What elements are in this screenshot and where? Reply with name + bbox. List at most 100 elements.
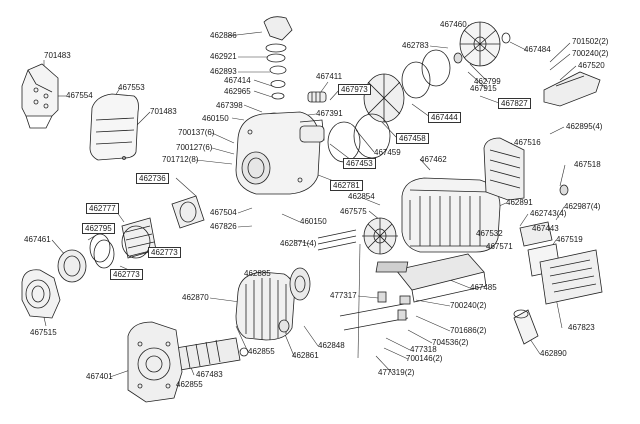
- part-label: 467462: [420, 155, 447, 164]
- part-label: 460150: [300, 217, 327, 226]
- part-label: 701712(8): [162, 155, 199, 164]
- part-label: 462861: [292, 351, 319, 360]
- flange-ring-drawing: [289, 267, 311, 301]
- end-shield-drawing: [127, 321, 183, 403]
- part-label: 704536(2): [432, 338, 469, 347]
- part-label: 467571: [486, 242, 513, 251]
- part-label: 467827: [498, 98, 531, 109]
- part-label: 462781: [330, 180, 363, 191]
- part-label: 462870: [182, 293, 209, 302]
- part-label: 462965: [224, 87, 251, 96]
- part-label: 462885: [244, 269, 271, 278]
- part-label: 462886: [210, 31, 237, 40]
- part-label: 462799: [474, 77, 501, 86]
- o-rings-drawing: [89, 233, 115, 269]
- part-label: 467398: [216, 101, 243, 110]
- part-label: 462987(4): [564, 202, 601, 211]
- part-label: 462783: [402, 41, 429, 50]
- part-label: 467458: [396, 133, 429, 144]
- part-label: 462855: [248, 347, 275, 356]
- fan-cover-drawing: [483, 137, 525, 201]
- switch-parts-drawing: [377, 291, 411, 321]
- small-cap-drawing: [559, 184, 569, 196]
- part-label: 467485: [470, 283, 497, 292]
- foot-bracket-drawing: [21, 269, 61, 319]
- inlet-cap-drawing: [57, 249, 87, 283]
- part-label: 701483: [44, 51, 71, 60]
- part-label: 467516: [514, 138, 541, 147]
- part-label: 701502(2): [572, 37, 609, 46]
- part-label: 477318: [410, 345, 437, 354]
- part-label: 477317: [330, 291, 357, 300]
- part-label: 467401: [86, 372, 113, 381]
- part-label: 467444: [428, 112, 461, 123]
- part-label: 462777: [86, 203, 119, 214]
- fan-disk-drawing: [459, 21, 511, 67]
- part-label: 467915: [470, 84, 497, 93]
- part-label: 462736: [136, 173, 169, 184]
- part-label: 462890: [540, 349, 567, 358]
- part-label: 477319(2): [378, 368, 415, 377]
- part-label: 467518: [574, 160, 601, 169]
- part-label: 462795: [82, 223, 115, 234]
- part-label: 467826: [210, 222, 237, 231]
- part-label: 700240(2): [572, 49, 609, 58]
- side-panel-drawing: [539, 249, 603, 305]
- seal-rings-drawing: [401, 49, 463, 99]
- impeller-drawing: [362, 217, 398, 255]
- part-label: 462921: [210, 52, 237, 61]
- part-label: 701483: [150, 107, 177, 116]
- part-label: 700127(6): [176, 143, 213, 152]
- part-label: 467391: [316, 109, 343, 118]
- part-label: 467483: [196, 370, 223, 379]
- valve-stem-drawing: [299, 91, 327, 143]
- part-label: 467532: [476, 229, 503, 238]
- part-label: 467519: [556, 235, 583, 244]
- part-label: 467453: [343, 158, 376, 169]
- part-label: 462895(4): [566, 122, 603, 131]
- part-label: 467443: [532, 224, 559, 233]
- control-box-drawing: [375, 253, 487, 303]
- part-label: 467459: [374, 148, 401, 157]
- motor-housing-drawing: [401, 177, 501, 253]
- part-label: 701686(2): [450, 326, 487, 335]
- part-label: 467520: [578, 61, 605, 70]
- part-label: 467504: [210, 208, 237, 217]
- part-label: 462773: [110, 269, 143, 280]
- tie-rods-drawing: [317, 229, 409, 331]
- part-label: 467973: [338, 84, 371, 95]
- diffuser-drawing: [171, 195, 205, 229]
- part-label: 462871(4): [280, 239, 317, 248]
- end-cover-drawing: [89, 93, 139, 161]
- part-label: 467411: [316, 72, 343, 81]
- part-label: 467553: [118, 83, 145, 92]
- part-label: 700137(6): [178, 128, 215, 137]
- capacitor-drawing: [513, 309, 539, 345]
- rotor-drawing: [165, 337, 249, 371]
- guard-bracket-drawing: [21, 63, 59, 129]
- part-label: 462848: [318, 341, 345, 350]
- part-label: 467554: [66, 91, 93, 100]
- part-label: 462854: [348, 192, 375, 201]
- part-label: 467460: [440, 20, 467, 29]
- part-label: 467575: [340, 207, 367, 216]
- part-label: 462773: [148, 247, 181, 258]
- part-label: 467461: [24, 235, 51, 244]
- bearing-drawing: [278, 319, 290, 333]
- elbow-fitting-drawing: [263, 16, 293, 120]
- handle-drawing: [543, 71, 601, 107]
- part-label: 467484: [524, 45, 551, 54]
- part-label: 467515: [30, 328, 57, 337]
- part-label: 467414: [224, 76, 251, 85]
- part-label: 700146(2): [406, 354, 443, 363]
- part-label: 462855: [176, 380, 203, 389]
- part-label: 467823: [568, 323, 595, 332]
- part-label: 462743(4): [530, 209, 567, 218]
- part-label: 462891: [506, 198, 533, 207]
- part-label: 700240(2): [450, 301, 487, 310]
- part-label: 462893: [210, 67, 237, 76]
- pump-housing-drawing: [235, 111, 325, 195]
